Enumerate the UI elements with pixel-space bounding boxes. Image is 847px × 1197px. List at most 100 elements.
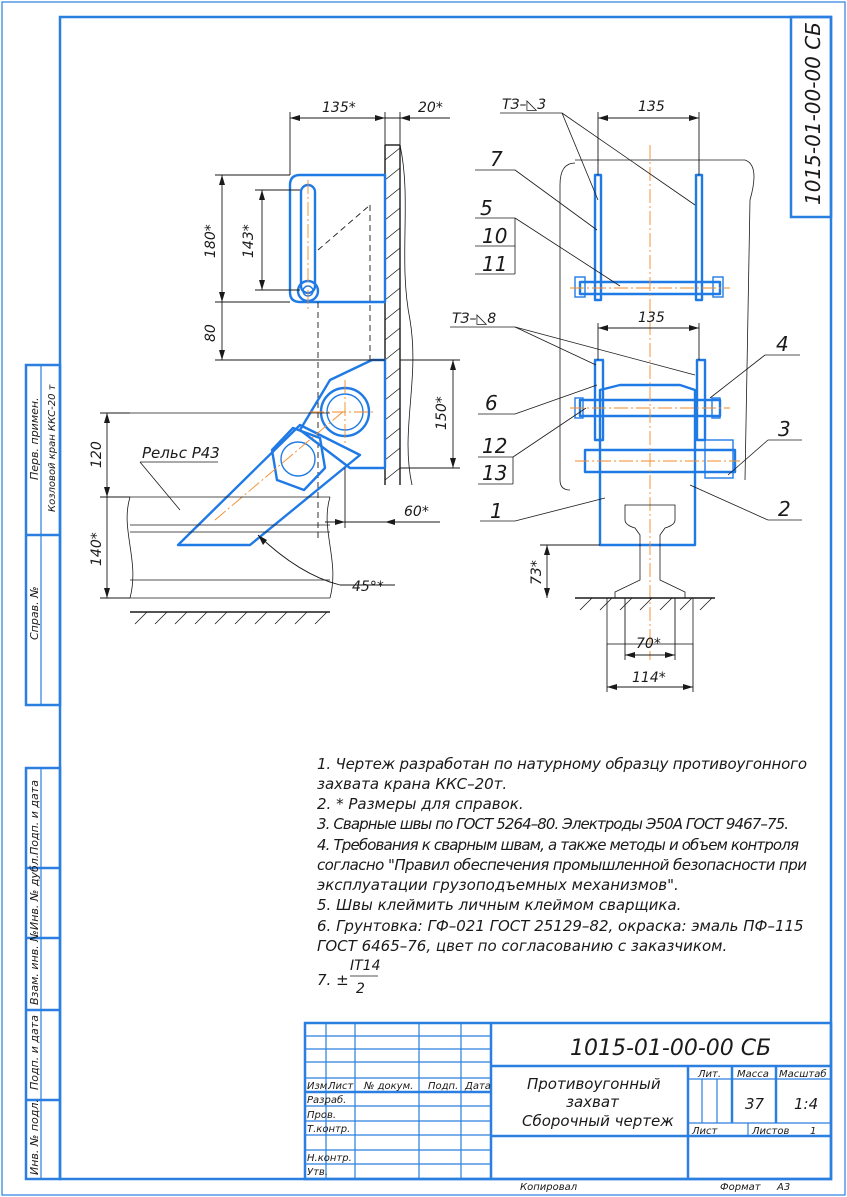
listov-label: Листов [751, 1126, 789, 1137]
technical-notes: 1. Чертеж разработан по натурному образц… [317, 755, 807, 997]
strip-vzam-inv: Взам. инв. № [28, 930, 41, 1005]
note-7-fraction: 7. ± IT14 2 [317, 958, 381, 997]
dim-70: 70* [636, 636, 661, 652]
note-line: ГОСТ 6465–76, цвет по согласованию с зак… [317, 937, 727, 955]
note-line: захвата крана ККС–20т. [317, 775, 507, 793]
clamp-nut-hex [270, 426, 327, 492]
dim-135-top-left: 135* [322, 100, 356, 116]
note-line: 1. Чертеж разработан по натурному образц… [317, 755, 807, 773]
dim-60: 60* [404, 504, 429, 520]
col-data: Дата [464, 1081, 491, 1092]
weld-label-top: ТЗ–◺3 [502, 97, 546, 113]
note-line: 6. Грунтовка: ГФ–021 ГОСТ 25129–82, окра… [317, 917, 804, 935]
note-line: 5. Швы клеймить личным клеймом сварщика. [317, 896, 681, 914]
strip-podp-data-1: Подп. и дата [28, 780, 41, 855]
clamp-nut-bore [280, 441, 316, 477]
svg-text:7. ±: 7. ± [317, 971, 349, 989]
svg-text:2: 2 [778, 497, 791, 521]
listov-value: 1 [810, 1126, 816, 1137]
callout-6: 6 [478, 384, 598, 415]
note-line: 3. Сварные швы по ГОСТ 5264–80. Электрод… [317, 815, 789, 833]
dim-120: 120 [89, 441, 105, 468]
svg-text:4: 4 [776, 332, 789, 356]
format-label: Формат [720, 1182, 762, 1193]
inclined-clamp-bar [176, 423, 362, 547]
dim-140: 140* [89, 532, 105, 566]
corner-code-text: 1015-01-00-00 СБ [801, 22, 825, 205]
row-razrab: Разраб. [307, 1094, 346, 1106]
title-code: 1015-01-00-00 СБ [570, 1036, 771, 1061]
weld-label-bottom: ТЗ–◺8 [452, 311, 496, 327]
dim-180: 180* [203, 224, 219, 258]
callout-5-10-11: 5 10 11 [475, 196, 621, 287]
right-view: 135 135 ТЗ–◺3 ТЗ–◺8 73* 70* [450, 97, 802, 692]
svg-text:1: 1 [490, 499, 503, 523]
strip-kozlovoy: Козловой кран ККС-20 т [47, 383, 58, 512]
left-binding-strip: Перв. примен. Козловой кран ККС-20 т Спр… [24, 363, 62, 1181]
strip-sprav-no: Справ. № [28, 586, 41, 640]
row-nkontr: Н.контр. [307, 1153, 352, 1164]
svg-text:2: 2 [356, 981, 365, 997]
svg-text:11: 11 [482, 252, 507, 276]
wall-section [384, 144, 414, 486]
title-block: 1015-01-00-00 СБ Противоугонный захват С… [303, 1021, 833, 1193]
callout-2: 2 [689, 484, 802, 521]
svg-text:13: 13 [482, 461, 507, 485]
massa-label: Масса [737, 1069, 769, 1080]
rail-side-view [108, 412, 334, 625]
strip-podp-data-2: Подп. и дата [28, 1015, 41, 1090]
mass-value: 37 [745, 1095, 765, 1113]
svg-text:12: 12 [482, 434, 507, 458]
row-utv: Утв. [307, 1167, 328, 1178]
central-clamp-body [598, 383, 697, 547]
callout-4: 4 [709, 332, 800, 399]
col-podp: Подп. [428, 1081, 458, 1092]
callout-1: 1 [480, 497, 606, 523]
corner-code-box: 1015-01-00-00 СБ [789, 15, 833, 219]
dim-135-right-top: 135 [638, 99, 665, 115]
row-tkontr: Т.контр. [307, 1124, 350, 1135]
list-label: Лист [691, 1126, 719, 1137]
svg-text:3: 3 [778, 417, 791, 441]
dim-20: 20* [418, 100, 443, 116]
dim-150: 150* [434, 396, 450, 430]
dim-114: 114* [632, 670, 666, 686]
masshtab-label: Масштаб [779, 1068, 827, 1080]
strip-perv-primen: Перв. примен. [28, 397, 41, 480]
strip-inv-dubl: Инв. № дубл. [28, 855, 41, 930]
rail-label: Рельс Р43 [142, 444, 220, 462]
dim-143: 143* [241, 224, 257, 258]
scale-value: 1:4 [794, 1095, 818, 1113]
svg-text:7: 7 [490, 147, 503, 171]
lit-label: Лит. [697, 1069, 721, 1080]
title-name-2: захват [566, 1093, 620, 1111]
dim-135-right-mid: 135 [638, 310, 665, 326]
svg-text:6: 6 [485, 391, 498, 415]
title-name-1: Противоугонный [527, 1075, 661, 1093]
title-name-3: Сборочный чертеж [522, 1112, 674, 1130]
callout-12-13: 12 13 [478, 407, 587, 485]
note-line: 4. Требования к сварным швам, а также ме… [317, 836, 799, 854]
callout-3: 3 [727, 417, 802, 476]
format-value: А3 [776, 1182, 790, 1193]
upper-bracket-plate [288, 173, 387, 304]
dim-45: 45°* [352, 579, 384, 595]
row-prov: Пров. [307, 1110, 336, 1121]
col-list: Лист [327, 1081, 355, 1092]
col-doc: № докум. [363, 1081, 413, 1092]
svg-text:IT14: IT14 [350, 958, 381, 974]
callout-7: 7 [475, 147, 598, 231]
note-line: 2. * Размеры для справок. [317, 795, 524, 813]
svg-text:10: 10 [482, 224, 507, 248]
strip-inv-podl: Инв. № подл. [28, 1099, 41, 1175]
dim-80: 80 [203, 324, 219, 342]
dim-73: 73* [529, 560, 545, 585]
kopiroval-label: Копировал [520, 1182, 578, 1193]
left-view: Рельс Р43 135* 20* 180* 143* 80 [89, 100, 460, 625]
col-izm: Изм. [307, 1081, 331, 1092]
note-line: согласно "Правил обеспечения промышленно… [317, 856, 807, 874]
note-line: эксплуатации грузоподъемных механизмов". [317, 876, 679, 894]
svg-text:5: 5 [480, 196, 493, 220]
